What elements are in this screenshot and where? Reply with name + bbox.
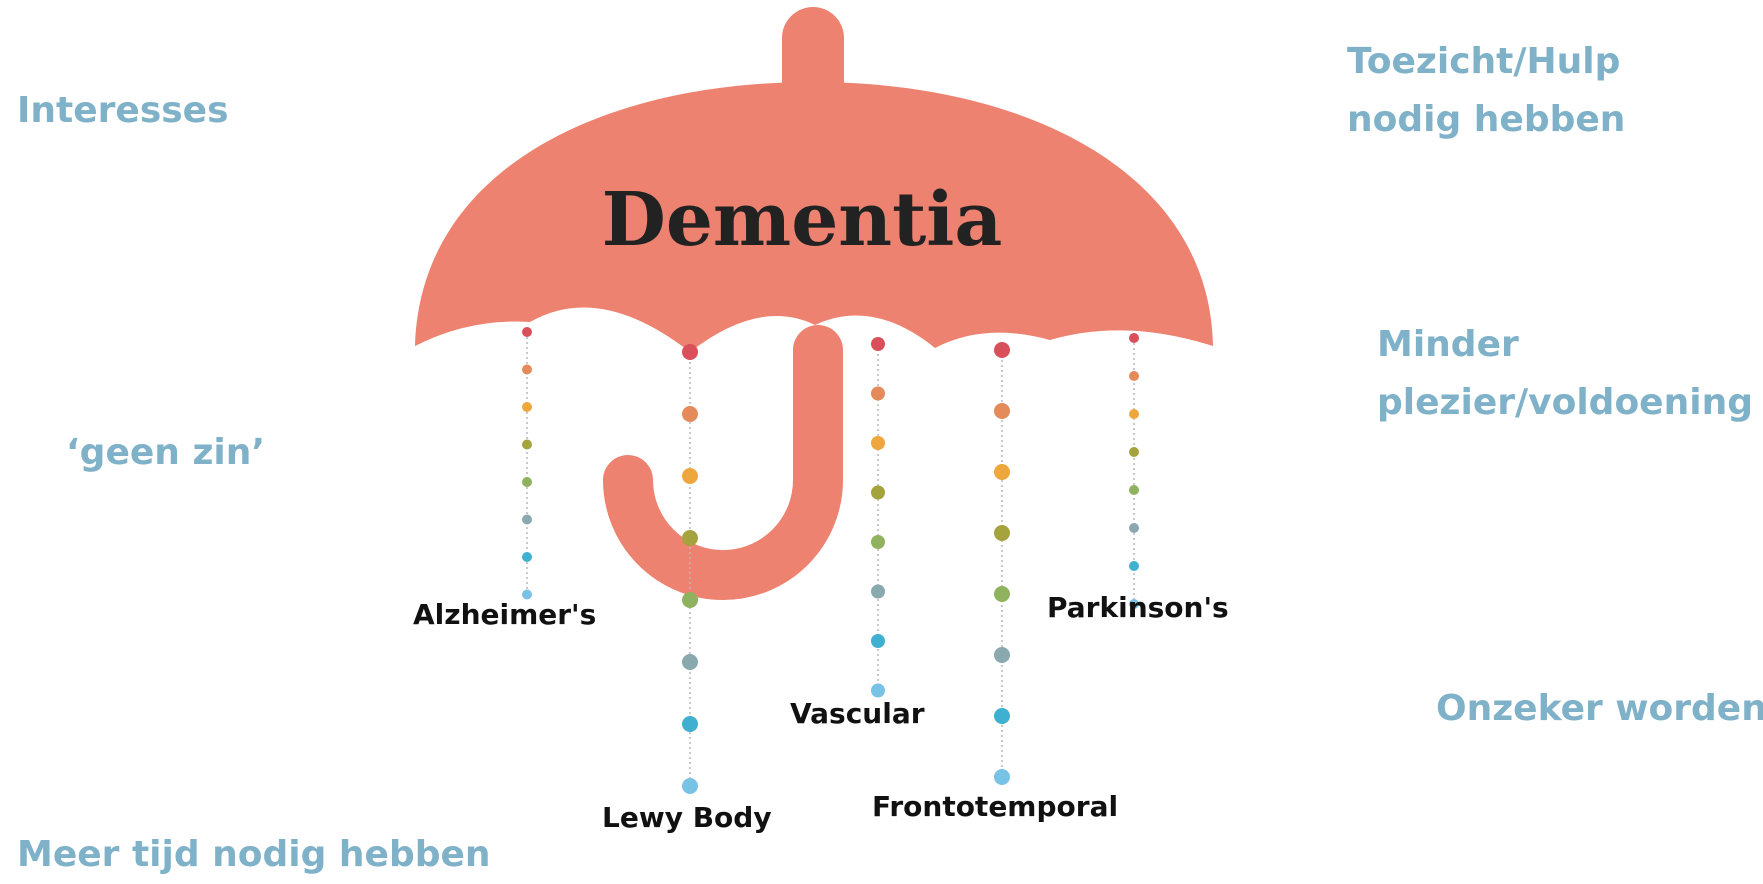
drop-dot-lewy-body [682, 344, 698, 360]
drop-dot-parkinsons [1129, 447, 1139, 457]
drop-dot-lewy-body [682, 530, 698, 546]
umbrella-title: Dementia [602, 177, 1003, 263]
drop-dot-vascular [871, 684, 885, 698]
drop-dot-alzheimers [522, 402, 532, 412]
drop-dot-parkinsons [1129, 371, 1139, 381]
drop-dot-frontotemporal [994, 708, 1010, 724]
drop-dot-lewy-body [682, 468, 698, 484]
drop-dot-parkinsons [1129, 485, 1139, 495]
drop-dot-lewy-body [682, 654, 698, 670]
drop-dot-vascular [871, 337, 885, 351]
drop-dot-lewy-body [682, 778, 698, 794]
umbrella-handle [628, 350, 818, 575]
drop-dot-frontotemporal [994, 647, 1010, 663]
type-label-vascular: Vascular [790, 697, 925, 730]
drop-dot-alzheimers [522, 440, 532, 450]
drop-dot-parkinsons [1129, 523, 1139, 533]
umbrella-icon [415, 7, 1213, 575]
drop-dot-frontotemporal [994, 586, 1010, 602]
drop-dot-vascular [871, 387, 885, 401]
drop-dot-alzheimers [522, 327, 532, 337]
drop-dot-parkinsons [1129, 561, 1139, 571]
drop-dot-lewy-body [682, 716, 698, 732]
type-label-frontotemporal: Frontotemporal [872, 790, 1118, 823]
type-label-parkinsons: Parkinson's [1047, 591, 1229, 624]
type-label-lewy-body: Lewy Body [602, 801, 772, 834]
drop-dot-lewy-body [682, 592, 698, 608]
drop-dot-vascular [871, 436, 885, 450]
drop-dot-vascular [871, 535, 885, 549]
drop-dot-vascular [871, 634, 885, 648]
drop-dot-frontotemporal [994, 403, 1010, 419]
umbrella-knob [782, 7, 844, 90]
type-label-alzheimers: Alzheimer's [413, 598, 596, 631]
drop-dot-vascular [871, 585, 885, 599]
drop-dot-frontotemporal [994, 464, 1010, 480]
drop-dot-frontotemporal [994, 525, 1010, 541]
drop-dot-alzheimers [522, 365, 532, 375]
drop-dot-frontotemporal [994, 769, 1010, 785]
drop-dot-alzheimers [522, 552, 532, 562]
drop-dot-alzheimers [522, 477, 532, 487]
drop-dot-vascular [871, 486, 885, 500]
drop-dot-frontotemporal [994, 342, 1010, 358]
drop-dot-alzheimers [522, 515, 532, 525]
drop-dot-parkinsons [1129, 409, 1139, 419]
drop-dot-lewy-body [682, 406, 698, 422]
drop-dot-parkinsons [1129, 333, 1139, 343]
